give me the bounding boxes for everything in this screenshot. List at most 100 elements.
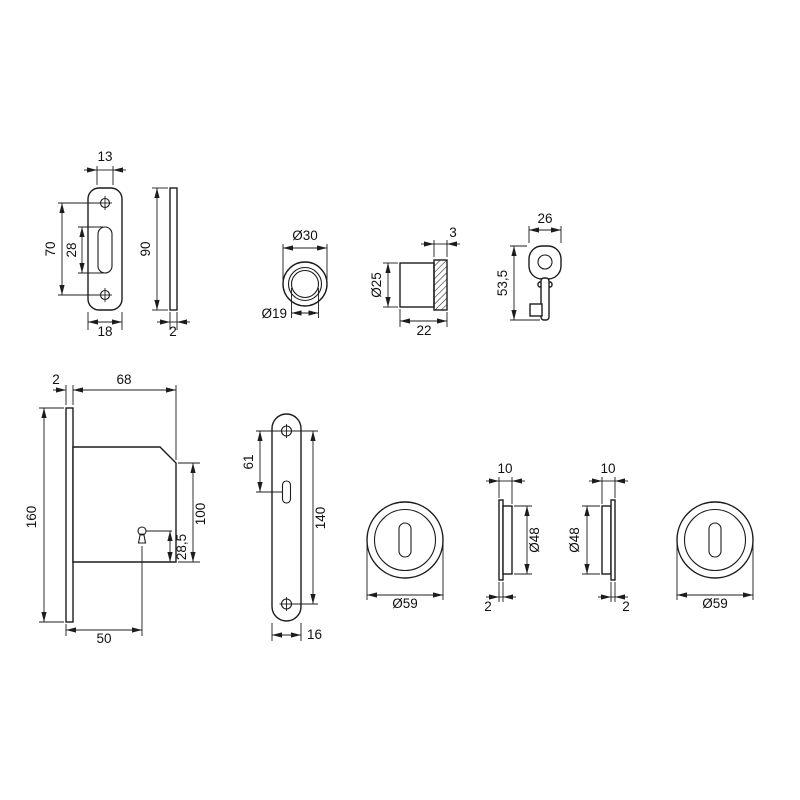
dim-cylinder-diameter: Ø25 — [369, 262, 398, 308]
dim-label-d19: Ø19 — [261, 306, 287, 321]
strike-plate-side-view: 90 2 — [138, 187, 190, 339]
key-bow — [528, 245, 562, 280]
key-bow-hole — [537, 254, 553, 270]
rosette-boss — [373, 508, 437, 572]
ring-bore — [290, 269, 320, 299]
rosette-key-slot — [708, 522, 722, 558]
strike-plate-front-view: 13 70 28 18 — [43, 149, 126, 339]
key-rosette-front-left: Ø59 — [366, 501, 444, 611]
dim-label-d25: Ø25 — [369, 272, 384, 298]
cylinder-knurled-flange — [433, 259, 448, 311]
dim-key-length: 53,5 — [495, 245, 540, 321]
long-plate-body — [271, 413, 302, 622]
dim-strike-bottom-width: 18 — [87, 312, 123, 339]
dim-rosette-depth-right: 10 — [589, 461, 628, 504]
dim-ring-outer: Ø30 — [282, 228, 328, 280]
dim-rosette-right-diameter: Ø59 — [676, 544, 754, 611]
ring-outer — [282, 261, 328, 307]
strike-plate-side-profile — [169, 187, 178, 311]
rosette-side-boss — [502, 505, 513, 575]
dim-lock-keyhole-offset: 28,5 — [146, 530, 189, 562]
key-stem — [540, 277, 550, 321]
dim-label-3: 3 — [449, 225, 457, 240]
dim-label-61: 61 — [241, 454, 256, 469]
dim-plate-width: 16 — [271, 623, 322, 642]
screw-hole-top-icon — [279, 424, 294, 438]
dim-plate-hole-spacing: 140 — [292, 430, 328, 605]
dim-cylinder-length: 22 — [399, 309, 448, 338]
dim-label-28-5: 28,5 — [174, 534, 189, 560]
dim-rosette-depth-left: 10 — [486, 461, 525, 504]
dim-strike-side-thickness: 2 — [157, 312, 190, 339]
dim-label-140: 140 — [313, 507, 328, 530]
dim-lock-backset: 50 — [65, 546, 143, 646]
guide-ring-front-view: Ø30 Ø19 — [261, 228, 328, 321]
dim-key-width: 26 — [528, 211, 562, 243]
dim-label-90: 90 — [138, 241, 153, 256]
lock-case-view: 2 68 160 100 28,5 50 — [24, 372, 208, 646]
rosette-side-boss — [601, 505, 612, 575]
dim-lock-depth: 68 — [73, 372, 177, 460]
dim-label-2-faceplate: 2 — [52, 372, 60, 387]
dim-cylinder-flange: 3 — [421, 225, 460, 257]
ring-bevel — [287, 266, 323, 302]
dim-label-d59-right: Ø59 — [702, 596, 728, 611]
dim-lock-faceplate-thickness: 2 — [52, 372, 74, 405]
rosette-boss — [683, 508, 747, 572]
dim-strike-slot-height: 28 — [64, 226, 103, 274]
screw-hole-bottom-icon — [279, 597, 294, 611]
dim-rosette-left-diameter: Ø59 — [366, 544, 444, 611]
key-view: 26 53,5 — [495, 211, 562, 321]
dim-label-d30: Ø30 — [292, 228, 318, 243]
lock-body — [72, 446, 177, 563]
dim-label-16: 16 — [307, 627, 322, 642]
dim-label-50: 50 — [96, 631, 111, 646]
dim-label-10-right: 10 — [600, 461, 615, 476]
dim-label-d59-left: Ø59 — [392, 596, 418, 611]
rosette-side-view-right: 10 Ø48 2 — [567, 461, 630, 614]
dim-label-70: 70 — [43, 241, 58, 256]
dim-label-28: 28 — [64, 242, 79, 257]
long-plate-view: 61 140 16 — [241, 413, 328, 642]
dim-label-2-left: 2 — [484, 599, 492, 614]
dim-strike-top-width: 13 — [84, 149, 126, 185]
latch-slot — [97, 226, 113, 274]
dim-label-100: 100 — [193, 503, 208, 526]
dim-label-13: 13 — [97, 149, 112, 164]
dim-label-68: 68 — [116, 372, 131, 387]
dim-label-2-side: 2 — [169, 324, 177, 339]
cylinder-body — [399, 262, 435, 308]
dim-label-26: 26 — [537, 211, 552, 226]
rosette-outer — [366, 501, 444, 579]
dim-rosette-thickness-right: 2 — [598, 582, 630, 614]
dim-plate-upper: 61 — [241, 430, 282, 493]
cylinder-slot — [281, 480, 292, 504]
dim-label-10-left: 10 — [497, 461, 512, 476]
cylinder-side-view: 3 Ø25 22 — [369, 225, 460, 338]
dim-label-d48-left: Ø48 — [527, 527, 542, 553]
dim-rosette-boss-right: Ø48 — [567, 505, 600, 575]
dim-label-d48-right: Ø48 — [567, 527, 582, 553]
rosette-side-plate — [610, 499, 616, 581]
dim-label-53-5: 53,5 — [495, 270, 510, 296]
dim-label-160: 160 — [24, 506, 39, 529]
rosette-outer — [676, 501, 754, 579]
strike-plate-body — [87, 187, 123, 311]
rosette-side-view-left: 10 Ø48 2 — [484, 461, 542, 614]
dim-rosette-thickness-left: 2 — [484, 582, 516, 614]
dim-label-2-right: 2 — [622, 599, 630, 614]
screw-hole-top-icon — [98, 196, 112, 210]
dim-label-18: 18 — [97, 324, 112, 339]
dim-ring-inner: Ø19 — [261, 288, 319, 321]
screw-hole-bottom-icon — [98, 288, 112, 302]
dim-strike-side-height: 90 — [138, 187, 168, 311]
rosette-key-slot — [398, 522, 412, 558]
lock-faceplate — [65, 407, 74, 623]
dim-lock-case-height: 100 — [178, 462, 208, 563]
key-bit — [529, 303, 543, 317]
dim-lock-faceplate-height: 160 — [24, 407, 64, 623]
dim-label-22: 22 — [416, 323, 431, 338]
dim-strike-hole-spacing: 70 — [43, 202, 100, 296]
